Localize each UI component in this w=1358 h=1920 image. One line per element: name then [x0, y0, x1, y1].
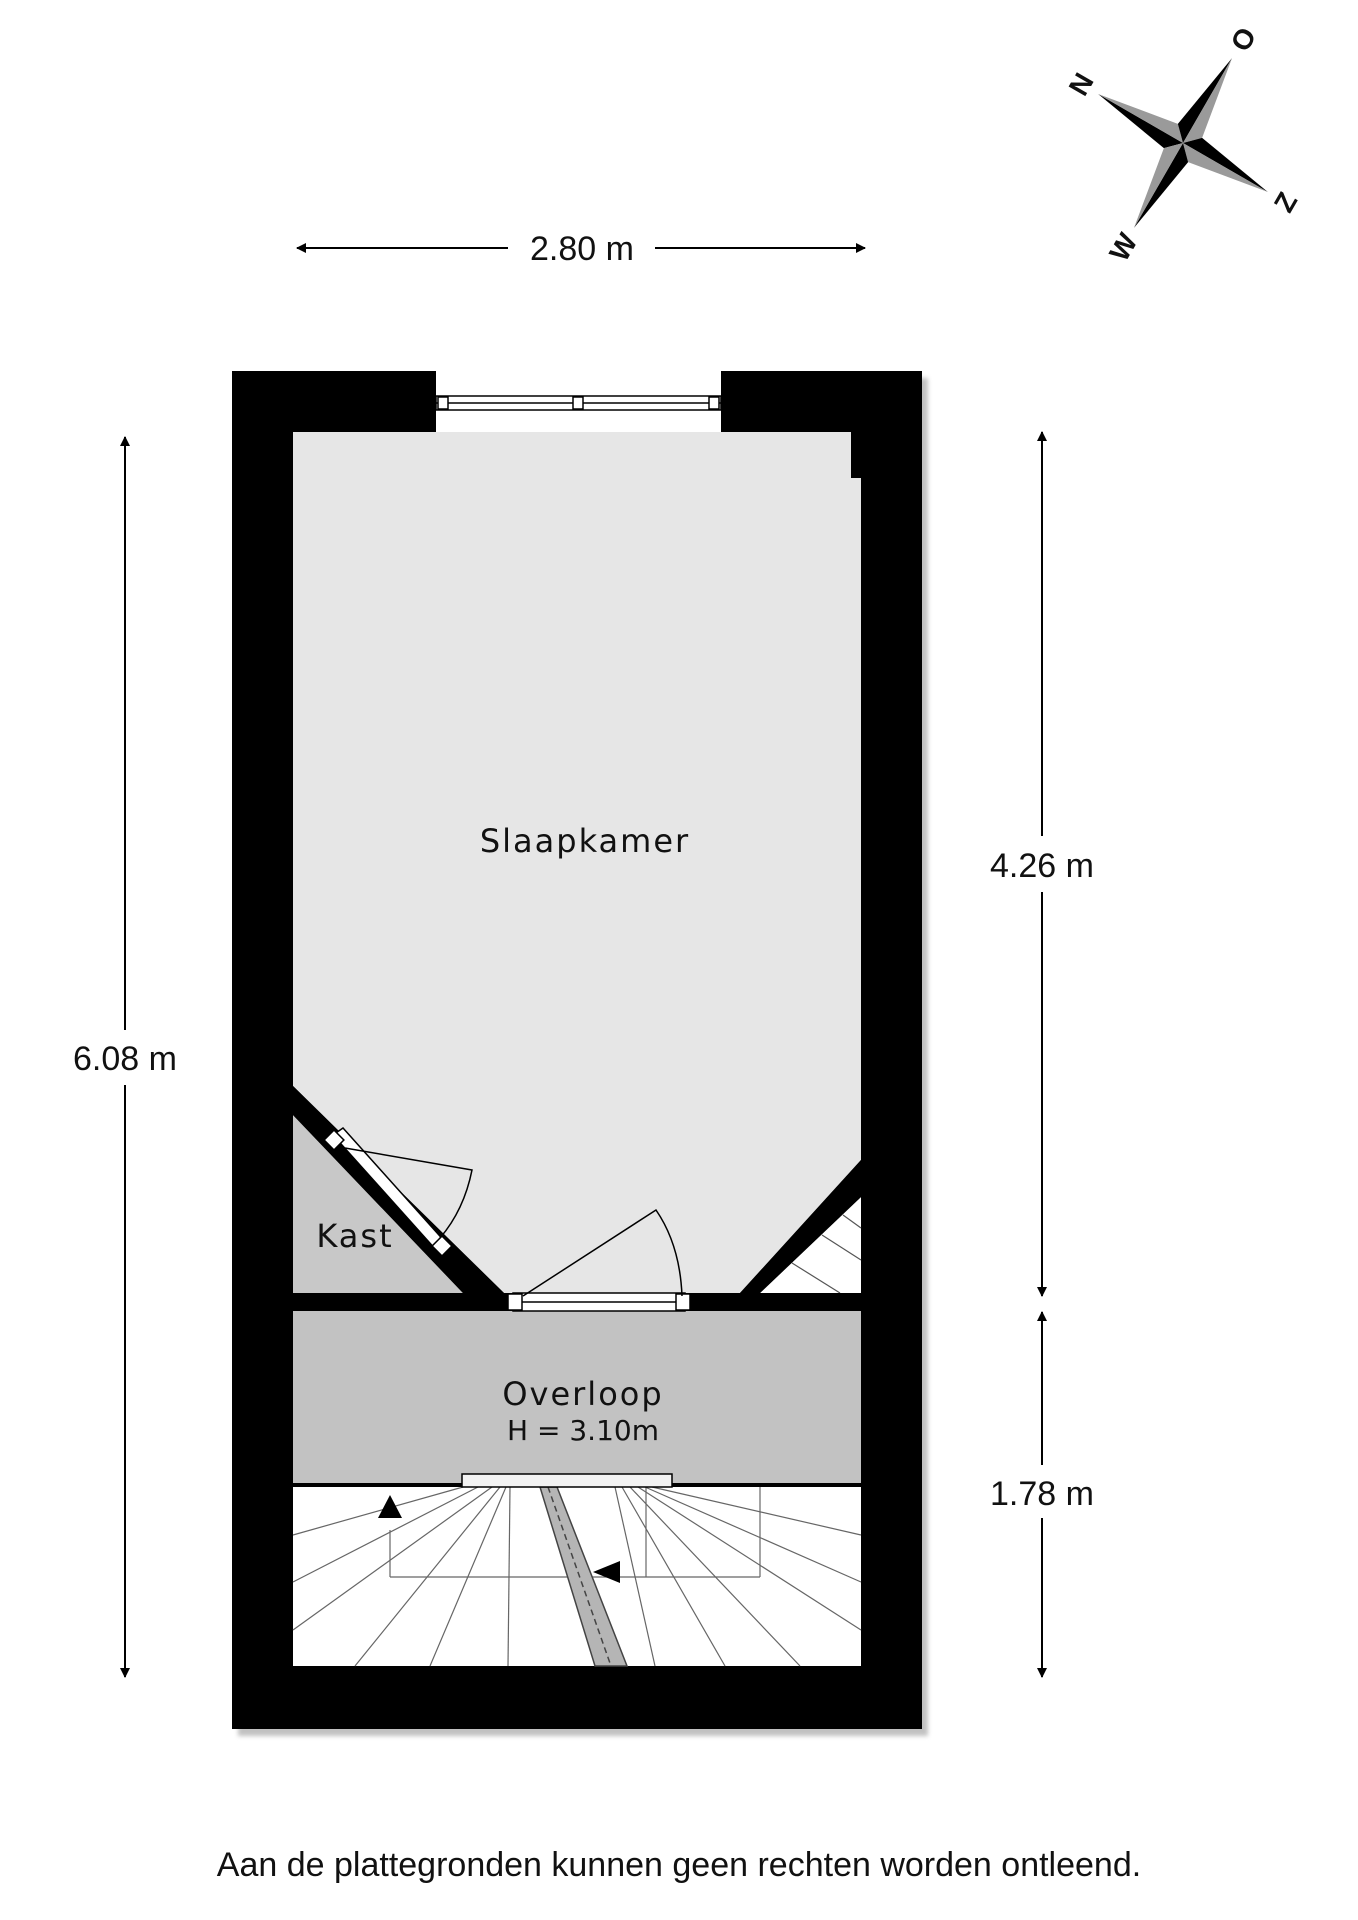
- compass-north: N: [1063, 68, 1100, 101]
- right-diagonal-wall: [740, 1160, 861, 1293]
- compass-south: Z: [1268, 187, 1303, 217]
- landing-floor: [293, 1311, 861, 1483]
- stair-direction-arrow: [593, 1561, 620, 1583]
- stair-railing: [461, 1473, 673, 1488]
- height-dimension-label: 6.08 m: [73, 1040, 177, 1078]
- closet-door-swing: [344, 1147, 473, 1239]
- width-dimension-label: 2.80 m: [530, 230, 634, 268]
- bedroom-label: Slaapkamer: [480, 822, 690, 860]
- stair-treads: [292, 1486, 862, 1667]
- compass-star-icon: [1098, 58, 1268, 228]
- bedroom-floor: [293, 432, 861, 1293]
- stair-corner-lines: [791, 1214, 862, 1294]
- compass-east: O: [1225, 22, 1263, 56]
- compass-rose: N O Z W: [1063, 22, 1304, 266]
- bedroom-door-swing: [522, 1208, 683, 1297]
- disclaimer-text: Aan de plattegronden kunnen geen rechten…: [216, 1846, 1142, 1884]
- closet-label: Kast: [316, 1217, 393, 1255]
- bedroom-dimension-label: 4.26 m: [990, 847, 1094, 885]
- landing-dimension-label: 1.78 m: [990, 1475, 1094, 1513]
- landing-label: Overloop: [502, 1375, 663, 1413]
- stair-up-arrow: [378, 1495, 402, 1518]
- landing-height-label: H = 3.10m: [507, 1414, 659, 1447]
- window-frame: [435, 395, 722, 411]
- compass-west: W: [1103, 227, 1143, 266]
